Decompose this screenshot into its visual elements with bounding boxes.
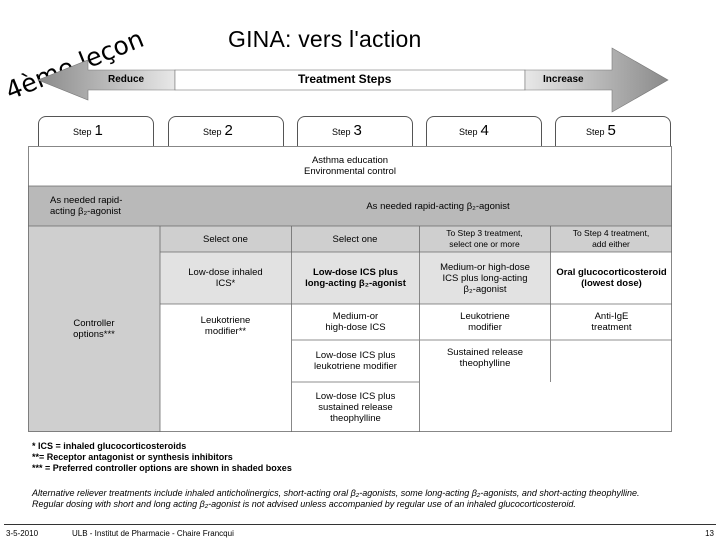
option-line: Leukotriene — [460, 311, 510, 322]
treatment-table: Asthma education Environmental control A… — [28, 146, 672, 432]
option-line: β₂-agonist — [463, 283, 507, 295]
option-line: Oral glucocorticosteroid — [556, 267, 667, 278]
option-line: theophylline — [459, 358, 511, 369]
option-step5-ocs: Oral glucocorticosteroid(lowest dose) — [551, 252, 672, 304]
step-label: Step — [332, 127, 351, 137]
controller-label-cell: Controller options*** — [28, 226, 160, 432]
footnote-ics: * ICS = inhaled glucocorticosteroids — [32, 441, 187, 451]
option-line: treatment — [591, 322, 632, 333]
education-line-1: Asthma education — [311, 155, 389, 166]
table-grid-lines — [28, 146, 672, 432]
alternative-notes: Alternative reliever treatments include … — [32, 488, 639, 510]
reduce-arrow — [37, 59, 176, 101]
step-number: 1 — [94, 122, 103, 139]
reliever-label: As needed rapid- acting β₂-agonist — [50, 190, 170, 222]
option-line: Low-dose ICS plus — [315, 350, 396, 361]
footnotes: * ICS = inhaled glucocorticosteroids **=… — [32, 441, 292, 474]
treatment-steps-label: Treatment Steps — [298, 72, 392, 86]
step-number: 2 — [224, 122, 233, 139]
option-line: Medium-or — [332, 311, 379, 322]
footer-divider — [4, 524, 716, 525]
option-line: Low-dose ICS plus — [313, 267, 398, 278]
controller-label-line-2: options*** — [73, 329, 115, 340]
option-line: Sustained release — [446, 347, 524, 358]
step-label: Step — [459, 127, 478, 137]
education-line-2: Environmental control — [304, 166, 396, 177]
header-step-4-line-1: To Step 3 treatment, — [446, 228, 523, 238]
footer-institution: ULB - Institut de Pharmacie - Chaire Fra… — [72, 529, 234, 538]
option-line: ICS plus long-acting — [442, 272, 528, 284]
header-step-3: Select one — [332, 233, 378, 245]
option-line: high-dose ICS — [325, 322, 386, 333]
option-line: sustained release — [318, 401, 393, 413]
header-step-4-line-2: select one or more — [449, 239, 520, 249]
header-step-5-line-1: To Step 4 treatment, — [572, 228, 650, 238]
reduce-label: Reduce — [108, 74, 145, 85]
step-number: 4 — [480, 122, 489, 139]
footer-date: 3-5-2010 — [6, 529, 39, 538]
treatment-steps-arrow — [37, 47, 669, 113]
footnote-preferred: *** = Preferred controller options are s… — [32, 463, 292, 473]
header-row — [160, 226, 672, 252]
empty-step2 — [160, 348, 291, 432]
controller-label-line-1: Controller — [73, 318, 115, 329]
option-line: long-acting β₂-agonist — [305, 278, 406, 289]
reliever-label-line-2: acting β₂-agonist — [50, 206, 121, 217]
header-step-2: Select one — [203, 233, 248, 245]
header-step-5: To Step 4 treatment,add either — [550, 226, 672, 252]
alternative-line-2: Regular dosing with short and long actin… — [32, 499, 576, 509]
option-line: modifier** — [204, 326, 247, 337]
footer-page-number: 13 — [705, 529, 714, 538]
option-line: ICS* — [215, 278, 236, 289]
option-line: leukotriene modifier — [314, 361, 397, 372]
alternative-line-1: Alternative reliever treatments include … — [32, 488, 640, 498]
header-step-5-line-2: add either — [592, 239, 630, 249]
page-title: GINA: vers l'action — [228, 26, 422, 52]
option-line: Leukotriene — [200, 315, 251, 326]
option-line: modifier — [468, 322, 502, 333]
step-number: 3 — [353, 122, 362, 139]
increase-label: Increase — [543, 74, 584, 85]
reliever-label-line-1: As needed rapid- — [50, 195, 123, 206]
step-label: Step — [586, 127, 605, 137]
reliever-main: As needed rapid-acting β₂-agonist — [366, 200, 510, 212]
reliever-row — [28, 186, 672, 226]
option-line: theophylline — [330, 412, 381, 424]
option-line: Low-dose inhaled — [188, 267, 263, 278]
education-row: Asthma education Environmental control — [28, 146, 672, 186]
option-line: (lowest dose) — [581, 278, 642, 289]
option-line: Medium-or high-dose — [440, 261, 530, 273]
increase-arrow — [524, 47, 669, 113]
option-line: Anti-IgE — [594, 311, 629, 322]
step-number: 5 — [607, 122, 616, 139]
step-label: Step — [203, 127, 222, 137]
header-step-4: To Step 3 treatment,select one or more — [419, 226, 550, 252]
footnote-receptor: **= Receptor antagonist or synthesis inh… — [32, 452, 233, 462]
option-line: Low-dose ICS plus — [315, 390, 396, 402]
step-label: Step — [73, 127, 92, 137]
